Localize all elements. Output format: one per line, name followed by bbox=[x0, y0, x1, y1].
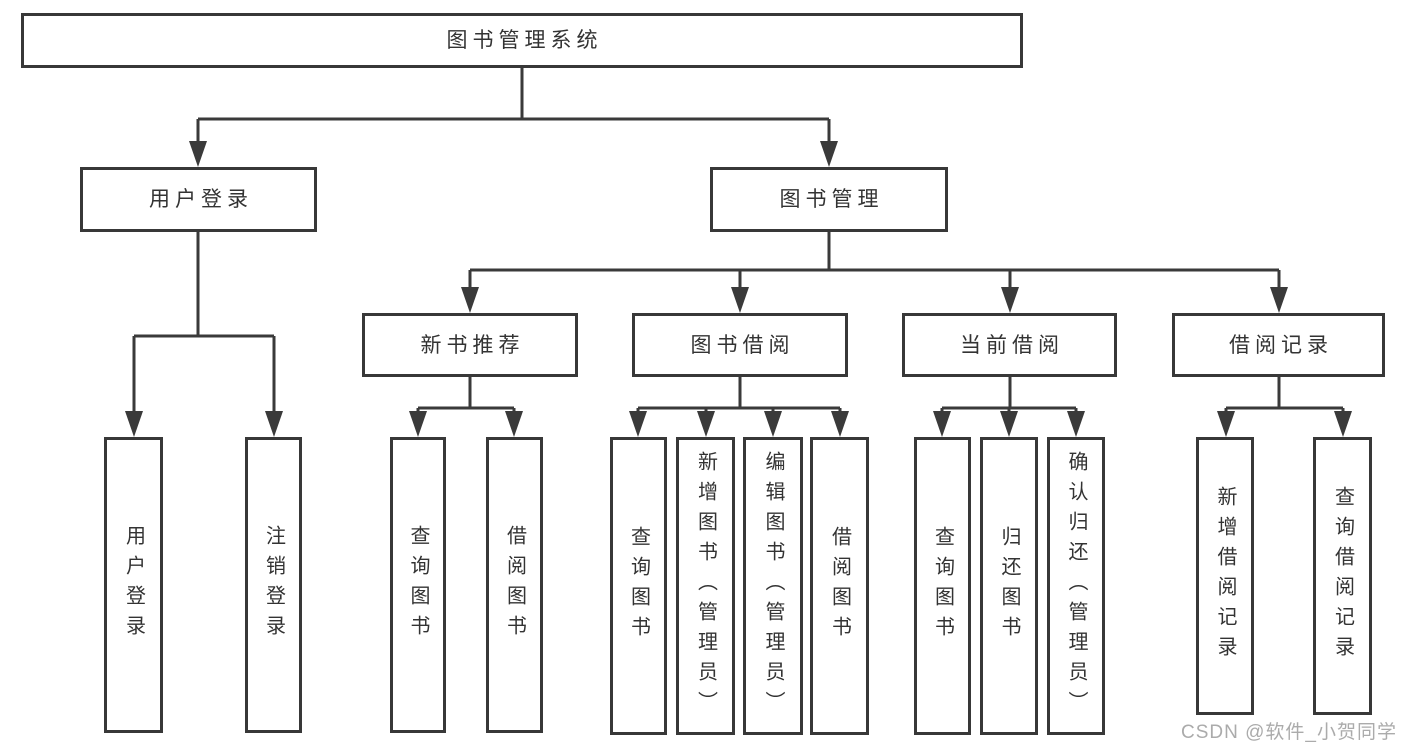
arrow-icon bbox=[505, 411, 523, 437]
node-label: 当前借阅 bbox=[960, 333, 1064, 357]
arrow-icon bbox=[1001, 287, 1019, 313]
node-new-book-recommend: 新书推荐 bbox=[362, 313, 578, 377]
arrow-icon bbox=[461, 287, 479, 313]
leaf-borrow-books-bb: 借阅图书 bbox=[810, 437, 869, 735]
node-label: 查询借阅记录 bbox=[1331, 486, 1354, 666]
node-label: 新增图书（管理员） bbox=[694, 451, 717, 721]
node-book-management: 图书管理 bbox=[710, 167, 948, 232]
arrow-icon bbox=[1270, 287, 1288, 313]
node-label: 注销登录 bbox=[262, 525, 285, 645]
arrow-icon bbox=[629, 411, 647, 437]
node-current-borrowing: 当前借阅 bbox=[902, 313, 1117, 377]
arrow-icon bbox=[1217, 411, 1235, 437]
node-label: 编辑图书（管理员） bbox=[762, 451, 784, 721]
arrow-icon bbox=[189, 141, 207, 167]
leaf-confirm-return-admin: 确认归还（管理员） bbox=[1047, 437, 1105, 735]
node-label: 图书管理系统 bbox=[446, 29, 603, 52]
node-label: 借阅记录 bbox=[1229, 333, 1333, 357]
leaf-edit-books-admin: 编辑图书（管理员） bbox=[743, 437, 803, 735]
leaf-logout: 注销登录 bbox=[245, 437, 302, 733]
arrow-icon bbox=[933, 411, 951, 437]
arrow-icon bbox=[409, 411, 427, 437]
arrow-icon bbox=[831, 411, 849, 437]
node-label: 借阅图书 bbox=[503, 525, 526, 645]
node-label: 确认归还（管理员） bbox=[1065, 451, 1087, 721]
node-label: 查询图书 bbox=[407, 525, 429, 645]
node-label: 图书借阅 bbox=[690, 333, 795, 357]
node-borrowing-records: 借阅记录 bbox=[1172, 313, 1385, 377]
arrow-icon bbox=[125, 411, 143, 437]
node-label: 借阅图书 bbox=[828, 526, 851, 646]
leaf-user-login: 用户登录 bbox=[104, 437, 163, 733]
arrow-icon bbox=[265, 411, 283, 437]
leaf-query-borrow-record: 查询借阅记录 bbox=[1313, 437, 1372, 715]
node-label: 新书推荐 bbox=[420, 333, 525, 357]
arrow-icon bbox=[731, 287, 749, 313]
node-label: 归还图书 bbox=[998, 526, 1020, 646]
node-label: 查询图书 bbox=[931, 526, 954, 646]
arrow-icon bbox=[820, 141, 838, 167]
node-label: 用户登录 bbox=[149, 188, 253, 211]
node-label: 新增借阅记录 bbox=[1214, 486, 1236, 666]
node-label: 用户登录 bbox=[122, 525, 145, 645]
arrow-icon bbox=[1067, 411, 1085, 437]
csdn-watermark: CSDN @软件_小贺同学 bbox=[1181, 722, 1397, 743]
leaf-return-books: 归还图书 bbox=[980, 437, 1038, 735]
arrow-icon bbox=[697, 411, 715, 437]
arrow-icon bbox=[764, 411, 782, 437]
node-book-borrowing: 图书借阅 bbox=[632, 313, 848, 377]
leaf-query-books-cb: 查询图书 bbox=[914, 437, 971, 735]
leaf-query-books-rec: 查询图书 bbox=[390, 437, 446, 733]
leaf-add-books-admin: 新增图书（管理员） bbox=[676, 437, 735, 735]
node-user-login: 用户登录 bbox=[80, 167, 317, 232]
arrow-icon bbox=[1000, 411, 1018, 437]
arrowheads bbox=[125, 141, 1352, 437]
node-label: 查询图书 bbox=[627, 526, 650, 646]
node-label: 图书管理 bbox=[779, 188, 884, 211]
leaf-query-books-bb: 查询图书 bbox=[610, 437, 667, 735]
arrow-icon bbox=[1334, 411, 1352, 437]
node-library-system: 图书管理系统 bbox=[21, 13, 1023, 68]
leaf-borrow-books-rec: 借阅图书 bbox=[486, 437, 543, 733]
leaf-add-borrow-record: 新增借阅记录 bbox=[1196, 437, 1254, 715]
